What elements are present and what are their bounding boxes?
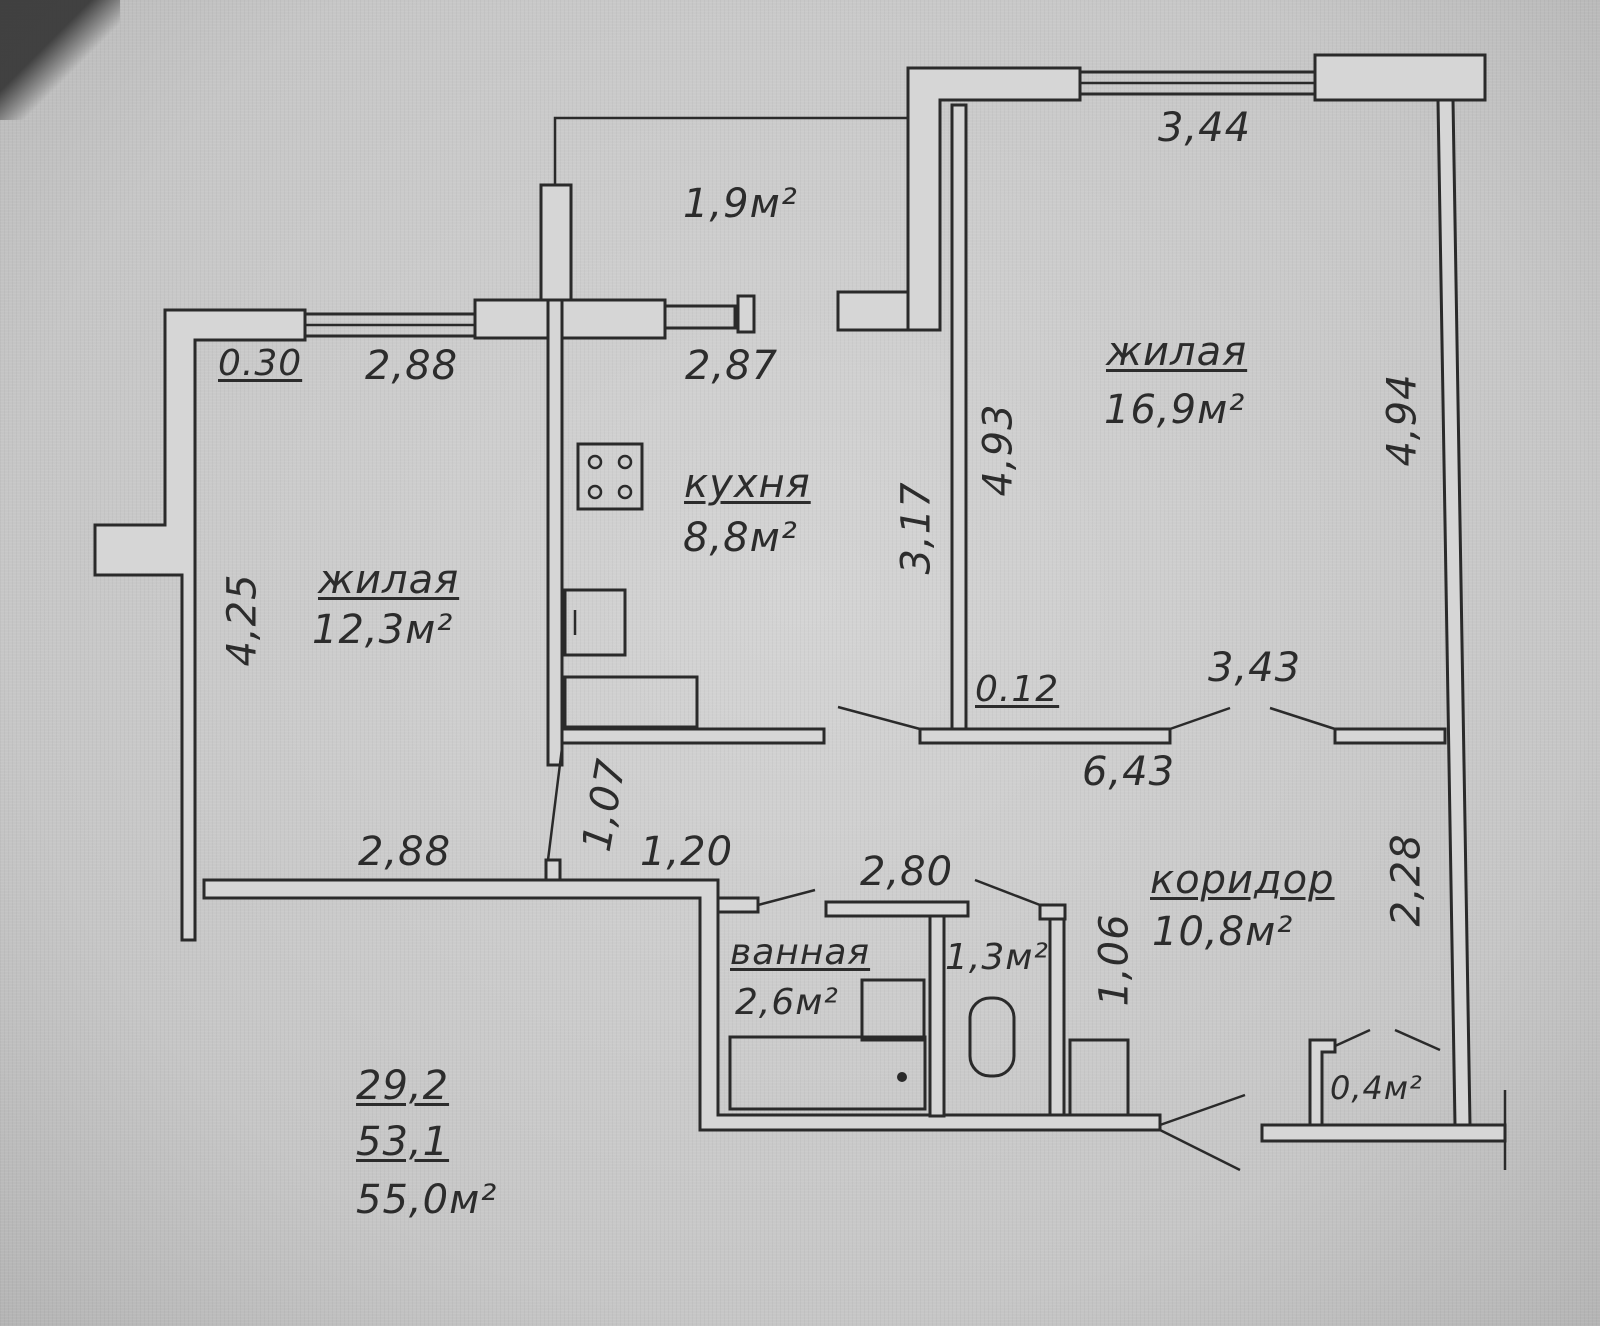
wall-corridor-top (918, 727, 1172, 745)
bathtub (728, 1035, 927, 1111)
living-room-large-label: жилая (1106, 329, 1248, 375)
stove-burner (617, 484, 633, 500)
wall-right (1436, 98, 1472, 1127)
wall-large-room-left (950, 103, 968, 732)
stove (576, 442, 644, 511)
wall-door-jamb (544, 858, 562, 882)
window-kitchen (663, 304, 737, 330)
corridor-area: 10,8м² (1152, 909, 1294, 955)
stove-burner (587, 454, 603, 470)
door-large-room-leaf (1169, 706, 1231, 731)
wall-bath-top-left (716, 896, 760, 914)
wall-stub-upper (836, 290, 910, 332)
wall-toilet-right (1048, 917, 1066, 1117)
total-living-area: 29,2 (356, 1063, 450, 1109)
dimension-small-room-width-top: 2,88 (365, 343, 459, 389)
wall-bottom-right (1260, 1123, 1507, 1143)
balcony-area: 1,9м² (683, 181, 798, 227)
door-entrance (1159, 1093, 1246, 1127)
dimension-small-offset: 0.30 (218, 343, 303, 384)
dimension-toilet-depth: 1,06 (1091, 913, 1138, 1007)
toilet-bowl (968, 996, 1016, 1078)
dimension-small-room-height: 4,25 (219, 573, 266, 667)
kitchen-label: кухня (684, 461, 811, 507)
stove-burner (617, 454, 633, 470)
wall-toilet-top (1038, 903, 1067, 921)
wall-kitchen-left (546, 298, 564, 767)
wall-top-right-end (1313, 53, 1487, 102)
wall-left-outer (93, 308, 307, 942)
door-bath (757, 888, 816, 907)
dimension-large-room-width-bottom: 3,43 (1208, 645, 1302, 691)
corridor-cabinet (1068, 1038, 1130, 1117)
dimension-corridor-width-right: 2,28 (1383, 833, 1430, 927)
wall-kitchen-bottom (560, 727, 826, 745)
total-area: 55,0м² (356, 1177, 498, 1223)
dimension-wall-offset: 0.12 (975, 669, 1060, 710)
wall-balcony-column (539, 183, 573, 302)
dimension-corridor-segment: 1,20 (640, 829, 734, 875)
dimension-large-room-height-left: 4,93 (975, 403, 1022, 497)
door-closet (1334, 1028, 1371, 1048)
kitchen-counter (563, 675, 699, 729)
wall-closet-left (1308, 1038, 1337, 1127)
paper-fold-corner (0, 0, 120, 120)
dimension-top-right-width: 3,44 (1158, 105, 1252, 151)
closet-area: 0,4м² (1330, 1069, 1423, 1107)
wall-top-right-left (906, 66, 1082, 332)
total-usable-area: 53,1 (356, 1119, 450, 1165)
kitchen-area: 8,8м² (683, 515, 798, 561)
sink (563, 588, 627, 657)
bathroom-area: 2,6м² (735, 982, 839, 1023)
living-room-large-area: 16,9м² (1104, 387, 1246, 433)
dimension-bath-block-width: 2,80 (860, 849, 954, 895)
door-closet (1394, 1028, 1441, 1052)
bathroom-label: ванная (730, 932, 871, 973)
living-room-small-area: 12,3м² (312, 607, 454, 653)
wall-bottom (202, 878, 1162, 1132)
dimension-small-room-width-bottom: 2,88 (358, 829, 452, 875)
wall-bath-toilet (928, 914, 946, 1118)
dimension-corridor-length: 6,43 (1082, 749, 1176, 795)
door-large-room-leaf (1269, 706, 1336, 731)
wall-top-middle (473, 298, 667, 340)
balcony-outline (553, 116, 910, 190)
living-room-small-label: жилая (318, 557, 460, 603)
corridor-label: коридор (1150, 857, 1335, 903)
washbasin (860, 978, 926, 1042)
dimension-kitchen-height: 3,17 (893, 481, 940, 575)
door-entrance-swing (1159, 1128, 1241, 1172)
dimension-kitchen-width-top: 2,87 (685, 343, 779, 389)
bathtub-drain (897, 1072, 907, 1082)
dimension-large-room-height-right: 4,94 (1379, 373, 1426, 467)
stove-burner (587, 484, 603, 500)
wall-corridor-top-right (1333, 727, 1447, 745)
wall-bath-top (824, 900, 970, 918)
wall-top-kitchen-end (736, 294, 756, 334)
toilet-area: 1,3м² (945, 937, 1049, 978)
door-small-room (546, 747, 564, 861)
door-toilet (974, 878, 1041, 907)
door-kitchen (837, 705, 921, 731)
